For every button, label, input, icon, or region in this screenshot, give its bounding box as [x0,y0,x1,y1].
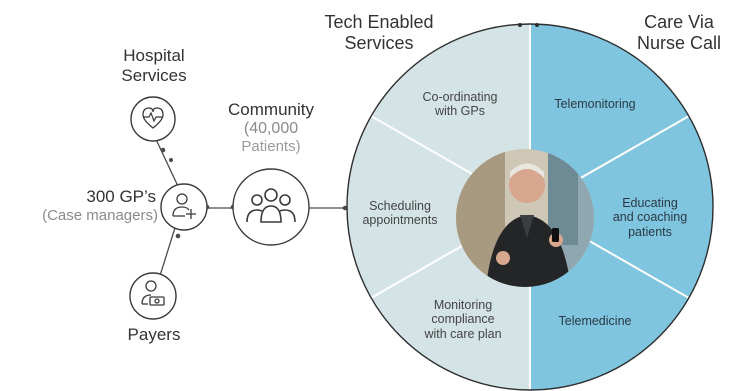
heart-pulse-icon [142,107,164,129]
community-count-line1: (40,000 [243,119,299,137]
gp-node [160,183,208,231]
services-wheel [346,23,714,391]
care-item-telemonitoring: Telemonitoring [554,97,636,111]
community-node [232,168,310,246]
tech-header: Tech Enabled Services [309,12,449,53]
hospital-node [130,96,176,142]
gp-title: 300 GP’s [86,187,156,206]
care-item-educating-line1: Educating [622,196,678,210]
tech-header-line1: Tech Enabled [324,12,434,32]
tech-half [347,24,530,390]
tech-item-coordinating: Co-ordinating with GPs [405,90,515,119]
tech-header-line2: Services [344,32,414,53]
tech-item-monitoring: Monitoring compliance with care plan [408,298,518,341]
tech-item-monitoring-line3: with care plan [424,326,502,341]
gp-subtitle: (Case managers) [42,206,158,224]
community-count: (40,000 [221,120,321,138]
tech-item-coordinating-line1: Co-ordinating [422,90,498,104]
care-item-educating-line3: patients [628,224,672,239]
care-item-educating: Educating and coaching patients [598,196,702,239]
care-header: Care Via Nurse Call [620,12,738,53]
hospital-label-line1: Hospital [123,46,185,65]
patient-photo [456,149,594,287]
tech-item-scheduling: Scheduling appointments [350,199,450,228]
gp-label: 300 GP’s (Case managers) [2,187,158,224]
care-item-telemedicine: Telemedicine [558,314,632,328]
care-header-line2: Nurse Call [636,32,722,53]
tech-item-scheduling-line1: Scheduling [369,199,431,213]
connector-dots [160,147,348,239]
group-icon [246,188,296,223]
hospital-label: Hospital Services [104,46,204,85]
care-item-educating-line2: and coaching [612,210,688,225]
payers-label: Payers [127,325,181,344]
tech-item-monitoring-line1: Monitoring [433,298,493,312]
tech-item-scheduling-line2: appointments [362,213,438,228]
care-half [530,24,713,390]
payer-icon [141,280,165,306]
community-label: Community (40,000 Patients) [221,100,321,155]
community-title: Community [228,100,314,119]
hospital-label-line2: Services [121,65,187,85]
payers-node [129,272,177,320]
community-count-line2: Patients) [241,137,301,155]
header-dots [518,23,539,27]
add-person-icon [172,193,196,219]
tech-item-coordinating-line2: with GPs [434,104,485,119]
tech-item-monitoring-line2: compliance [431,312,495,327]
care-header-line1: Care Via [644,12,714,32]
